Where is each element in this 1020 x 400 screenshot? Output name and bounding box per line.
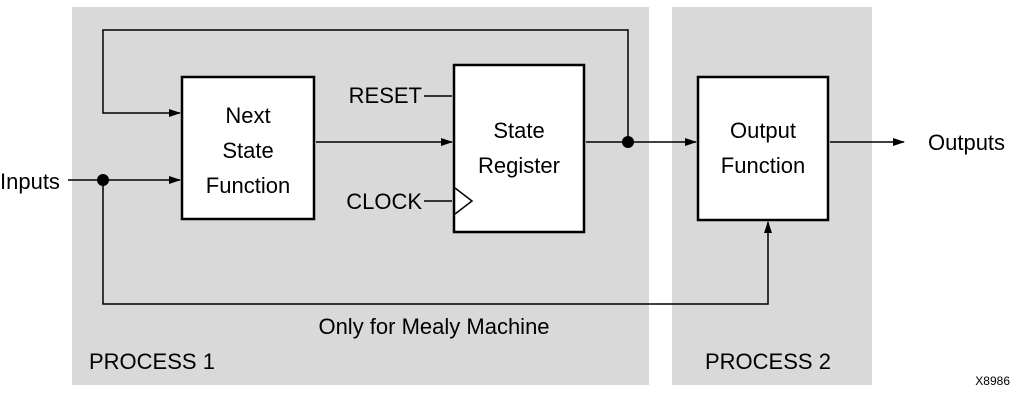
output-function-label-2: Function bbox=[721, 153, 805, 178]
state-register-label-1: State bbox=[493, 118, 544, 143]
inputs-label: Inputs bbox=[0, 169, 60, 194]
outputs-label: Outputs bbox=[928, 130, 1005, 155]
process-2-label: PROCESS 2 bbox=[705, 349, 831, 374]
output-function-label-1: Output bbox=[730, 118, 796, 143]
mealy-wire bbox=[102, 180, 772, 305]
output-function-block bbox=[696, 75, 830, 222]
next-state-label-2: State bbox=[222, 138, 273, 163]
process-1-label: PROCESS 1 bbox=[89, 349, 215, 374]
next-state-label-3: Function bbox=[206, 173, 290, 198]
state-feedback-wire bbox=[102, 29, 629, 142]
reset-label: RESET bbox=[349, 83, 422, 108]
clock-edge-icon bbox=[454, 187, 474, 215]
figure-id: X8986 bbox=[975, 374, 1010, 388]
clock-label: CLOCK bbox=[346, 189, 422, 214]
inputs-junction-dot bbox=[97, 174, 109, 186]
next-state-function-block bbox=[180, 75, 316, 221]
mealy-annotation: Only for Mealy Machine bbox=[318, 314, 549, 339]
state-junction-dot bbox=[622, 136, 634, 148]
next-state-label-1: Next bbox=[225, 103, 270, 128]
state-register-block bbox=[452, 63, 586, 234]
state-register-label-2: Register bbox=[478, 153, 560, 178]
